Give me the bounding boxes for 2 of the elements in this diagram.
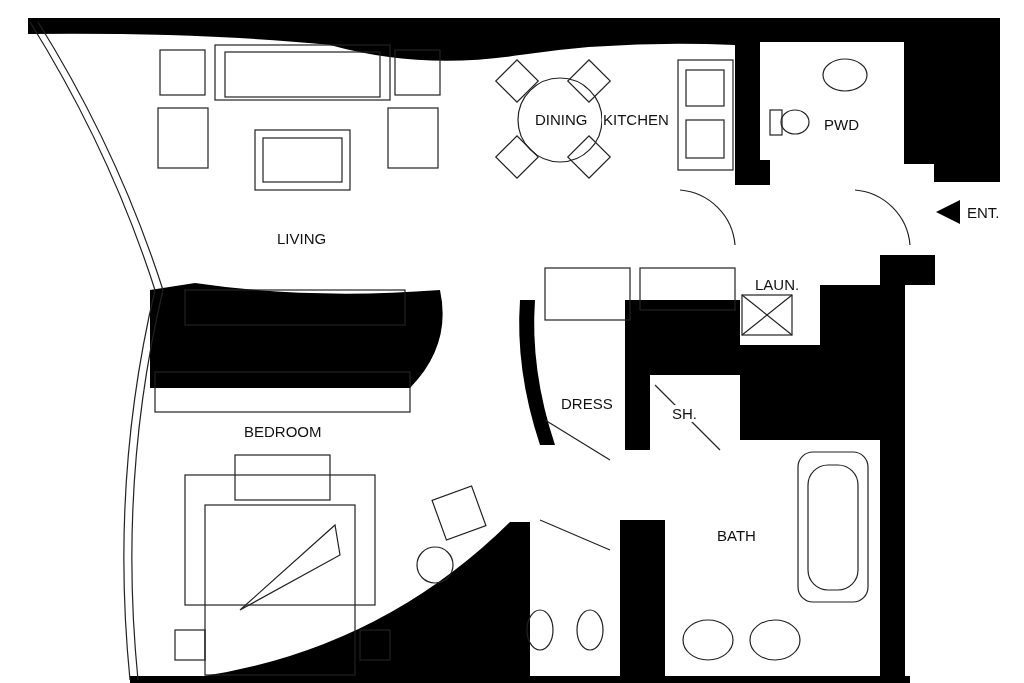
room-label: KITCHEN [602,111,670,128]
room-label: SH. [671,405,698,422]
